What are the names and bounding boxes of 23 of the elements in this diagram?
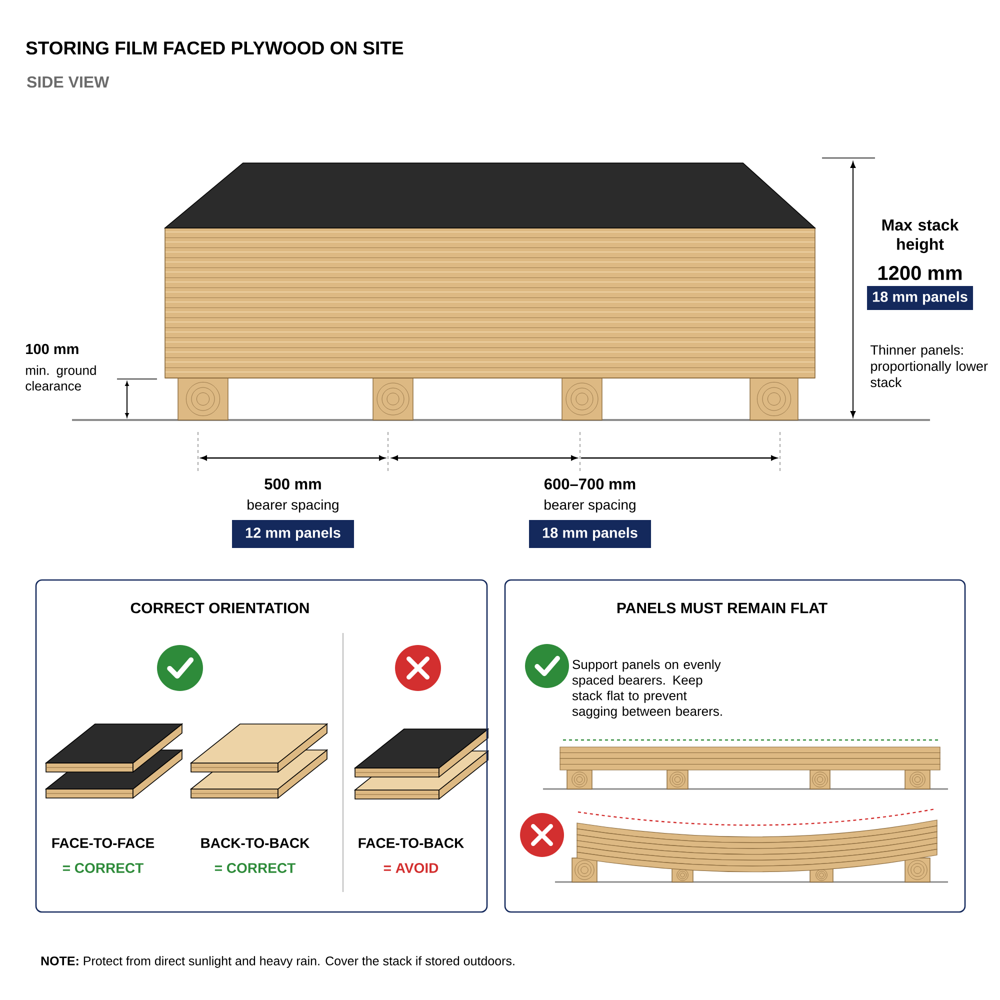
orientation-label: BACK-TO-BACK	[201, 838, 310, 848]
dimension-value: Max stack height	[882, 218, 959, 254]
verdict-label: = CORRECT	[214, 863, 296, 873]
panel-heading: PANELS MUST REMAIN FLAT	[617, 602, 828, 614]
footnote: NOTE: Protect from direct sunlight and heavy rain. Cover the stack if stored outdoors.	[41, 956, 514, 968]
verdict-label: = CORRECT	[62, 863, 144, 873]
size-badge: 18 mm panels	[529, 520, 652, 548]
size-badge: 18 mm panels	[867, 286, 974, 310]
title: STORING FILM FACED PLYWOOD ON SITE	[26, 41, 404, 55]
subtitle: SIDE VIEW	[27, 76, 110, 88]
orientation-label: FACE-TO-BACK	[358, 838, 464, 848]
panel-heading: CORRECT ORIENTATION	[130, 602, 309, 614]
dimension-value: 100 mm	[26, 344, 78, 354]
panel	[35, 579, 488, 913]
note-text: Thinner panels: proportionally lower stack	[870, 344, 988, 388]
panel	[504, 579, 966, 913]
dimension-value: 500 mm	[264, 478, 321, 490]
size-badge: 12 mm panels	[232, 520, 354, 548]
orientation-label: FACE-TO-FACE	[52, 838, 154, 848]
instruction-text: Support panels on evenly spaced bearers. Keep stack flat to prevent sagging between bearers.	[572, 660, 722, 718]
dimension-caption: min. ground clearance	[26, 365, 96, 391]
verdict-label: = AVOID	[384, 863, 438, 873]
dimension-value: 600–700 mm	[544, 478, 636, 490]
